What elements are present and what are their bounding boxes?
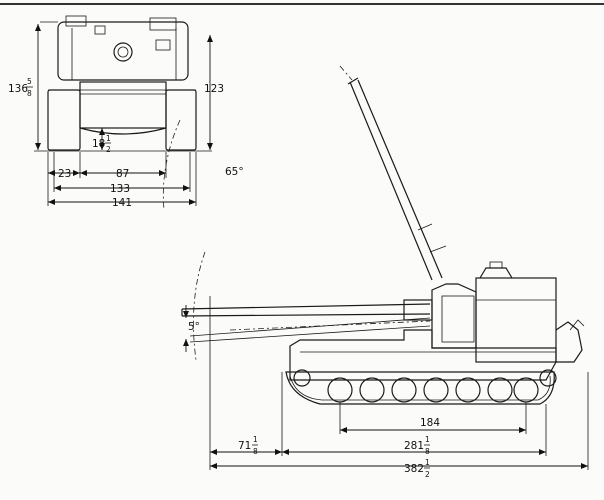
clearance-num-label: 1: [106, 134, 111, 143]
road-wheel-2: [359, 377, 385, 403]
track-span-label: 133: [110, 183, 130, 195]
front-view: 136 5 8 123 18 1 2 23 87 133 141: [8, 15, 224, 209]
overhang-den-label: 8: [253, 447, 258, 456]
idler-wheel: [293, 369, 311, 387]
gun-mantlet: [403, 299, 433, 321]
road-wheel-6: [487, 377, 513, 403]
road-wheel-5: [455, 377, 481, 403]
hull-length-whole-label: 281: [404, 440, 424, 452]
depression-angle-label: 5°: [188, 321, 200, 333]
hull-length-den-label: 8: [425, 447, 430, 456]
road-wheel-1: [327, 377, 353, 403]
overall-length-whole-label: 382: [404, 463, 424, 475]
depressed-barrel-top: [189, 317, 431, 337]
side-track: [285, 371, 555, 405]
overhang-num-label: 1: [253, 435, 258, 444]
hull-height-label: 123: [204, 83, 224, 95]
wheelbase-label: 184: [420, 417, 440, 429]
gun-shield: [431, 283, 477, 349]
side-turret: [475, 277, 557, 363]
left-track: [47, 89, 81, 151]
front-turret: [57, 21, 189, 81]
clearance-whole-label: 18: [92, 138, 105, 150]
elevated-barrel-top: [349, 81, 433, 281]
horizontal-barrel-bottom: [181, 313, 431, 317]
height-whole-label: 136: [8, 83, 28, 95]
gun-muzzle: [113, 42, 133, 62]
height-num-label: 5: [27, 77, 32, 86]
sprocket-wheel: [539, 369, 557, 387]
side-view: 65° 5°: [162, 65, 589, 479]
hull-length-num-label: 1: [425, 435, 430, 444]
depressed-barrel-bottom: [189, 325, 431, 343]
overhang-whole-label: 71: [238, 440, 251, 452]
horizontal-barrel-top: [181, 303, 431, 310]
clearance-den-label: 2: [106, 145, 111, 154]
front-hull: [79, 81, 167, 129]
inner-width-label: 87: [116, 168, 129, 180]
elevated-barrel-bottom: [357, 79, 443, 279]
road-wheel-7: [513, 377, 539, 403]
elevation-angle-label: 65°: [225, 166, 244, 178]
overall-length-num-label: 1: [425, 458, 430, 467]
road-wheel-4: [423, 377, 449, 403]
cupola: [479, 267, 513, 279]
right-track: [165, 89, 197, 151]
track-width-label: 23: [58, 168, 71, 180]
overall-width-label: 141: [112, 197, 132, 209]
overall-length-den-label: 2: [425, 470, 430, 479]
height-den-label: 8: [27, 89, 32, 98]
road-wheel-3: [391, 377, 417, 403]
rear-spade: [555, 321, 583, 363]
